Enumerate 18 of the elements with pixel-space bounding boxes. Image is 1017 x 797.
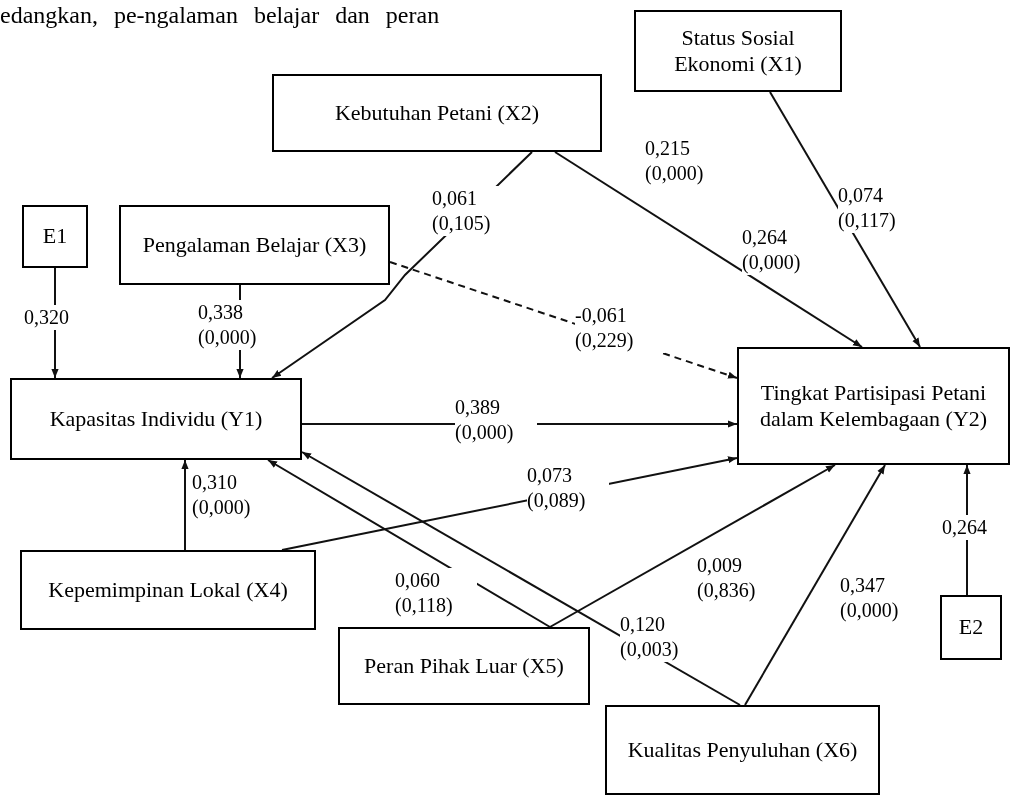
variable-box: Kebutuhan Petani (X2) [272, 74, 602, 152]
arrow [769, 91, 921, 348]
variable-box: Kapasitas Individu (Y1) [10, 378, 302, 460]
arrow [554, 151, 863, 348]
variable-box: Kepemimpinan Lokal (X4) [20, 550, 316, 630]
edge-label: 0,060 (0,118) [395, 568, 477, 618]
arrow [181, 459, 189, 551]
variable-box: E2 [940, 595, 1002, 660]
variable-box: E1 [22, 205, 88, 268]
variable-box: Pengalaman Belajar (X3) [119, 205, 390, 285]
variable-box: Kualitas Penyuluhan (X6) [605, 705, 880, 795]
variable-box: Peran Pihak Luar (X5) [338, 627, 590, 705]
arrow [744, 464, 886, 706]
variable-box: Tingkat Partisipasi Petani dalam Kelembagaan (Y2) [737, 347, 1010, 465]
variable-box: Status Sosial Ekonomi (X1) [634, 10, 842, 92]
arrow [267, 459, 551, 628]
arrow [301, 451, 741, 706]
arrow [549, 464, 836, 628]
